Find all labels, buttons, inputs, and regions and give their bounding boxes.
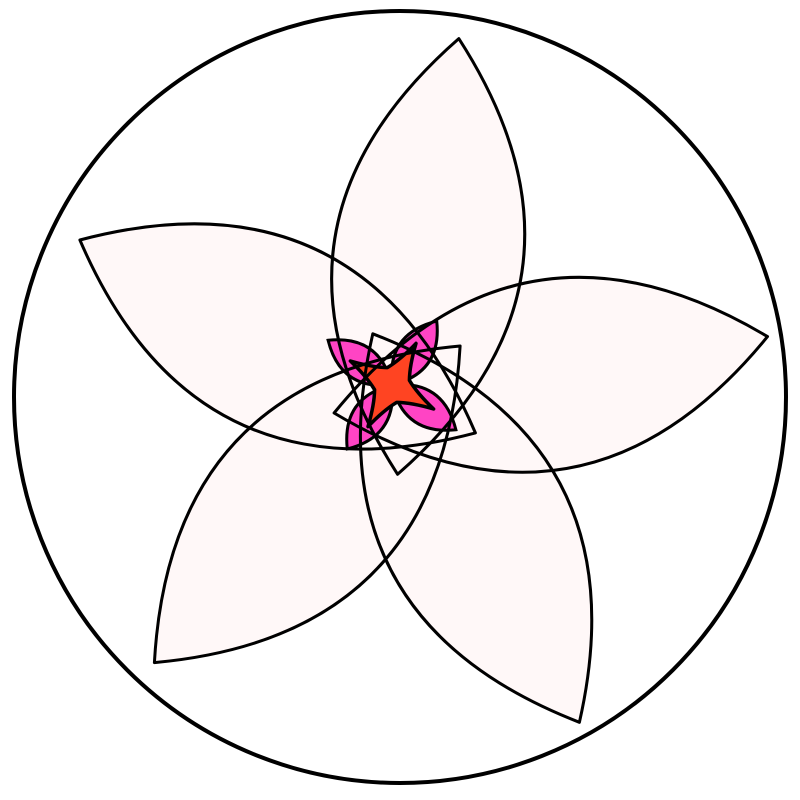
petal-outline	[330, 37, 527, 476]
petal-outline	[78, 222, 477, 451]
petal-outline	[358, 332, 594, 724]
outer-circle	[12, 9, 788, 785]
petal-outline	[152, 344, 462, 665]
outline-group	[78, 37, 769, 724]
petal-outline	[332, 275, 769, 474]
